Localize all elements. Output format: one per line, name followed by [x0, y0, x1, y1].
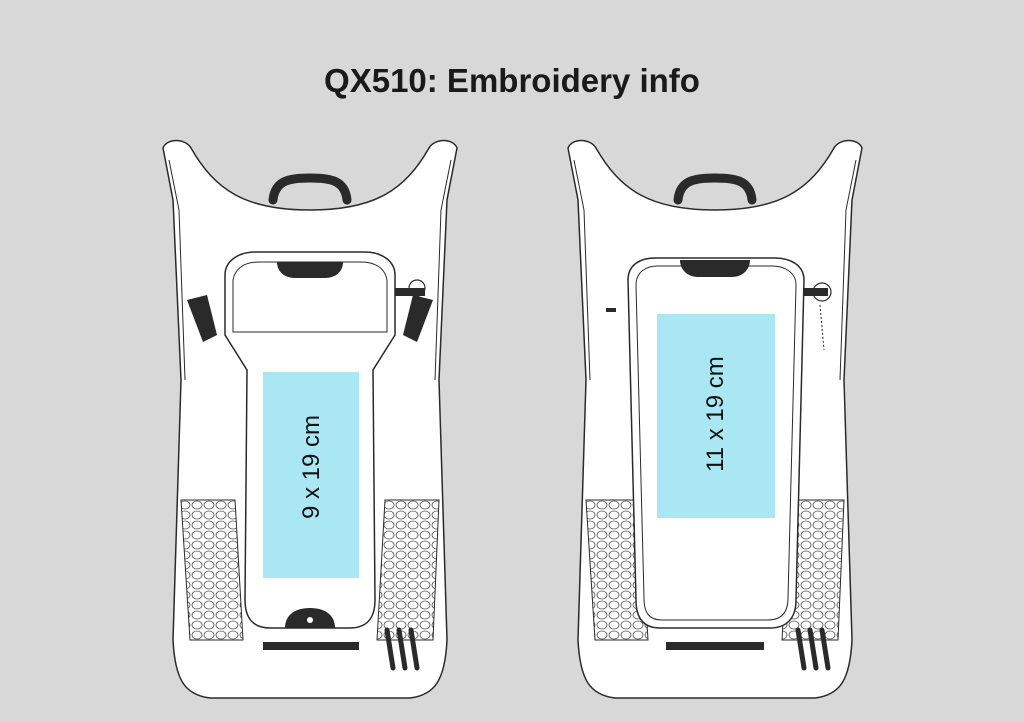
bottom-strap-bar: [666, 642, 764, 650]
side-mesh-pocket-left: [585, 499, 649, 641]
page-title: QX510: Embroidery info: [324, 62, 700, 99]
side-mesh-pocket-left: [180, 499, 244, 641]
backpack-back-illustration: [567, 139, 863, 699]
bottom-strap-bar: [263, 642, 359, 650]
top-handle: [673, 173, 757, 205]
backpack-back-view: 11 x 19 cm: [560, 120, 870, 700]
embroidery-area-front: [263, 372, 359, 578]
backpack-front-view: 9 x 19 cm: [155, 120, 465, 700]
top-handle: [268, 173, 352, 205]
embroidery-area-back: [657, 314, 775, 518]
side-buckle-right: [403, 295, 433, 342]
backpack-front-illustration: [162, 139, 458, 699]
embroidery-size-label-back: 11 x 19 cm: [702, 356, 729, 472]
side-buckle-left: [187, 295, 217, 342]
embroidery-size-label-front: 9 x 19 cm: [298, 414, 325, 520]
side-mesh-pocket-right: [376, 499, 440, 641]
